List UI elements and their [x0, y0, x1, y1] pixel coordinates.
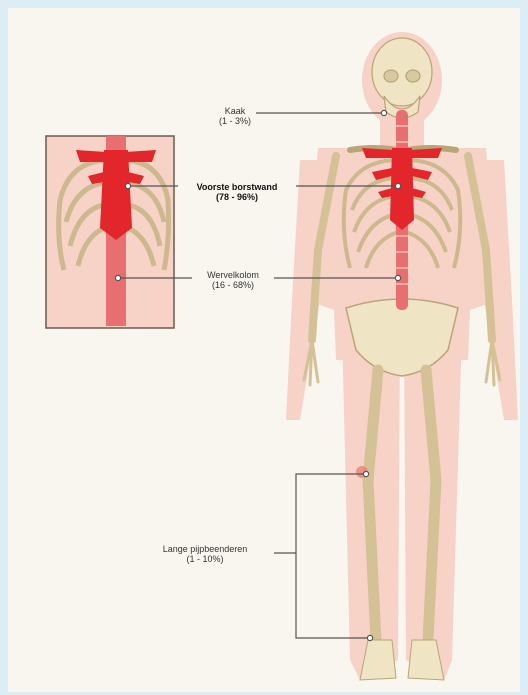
label-chest-wall: Voorste borstwand (78 - 96%): [178, 182, 296, 202]
inset-panel: [46, 136, 174, 328]
label-jaw: Kaak (1 - 3%): [205, 106, 265, 126]
label-chest-wall-name: Voorste borstwand: [178, 182, 296, 192]
label-jaw-name: Kaak: [205, 106, 265, 116]
label-jaw-range: (1 - 3%): [205, 116, 265, 126]
label-chest-wall-range: (78 - 96%): [178, 192, 296, 202]
label-spine-name: Wervelkolom: [192, 270, 274, 280]
label-long-bones-name: Lange pijpbeenderen: [140, 544, 270, 554]
label-long-bones-range: (1 - 10%): [140, 554, 270, 564]
label-spine: Wervelkolom (16 - 68%): [192, 270, 274, 290]
label-long-bones: Lange pijpbeenderen (1 - 10%): [140, 544, 270, 564]
label-spine-range: (16 - 68%): [192, 280, 274, 290]
